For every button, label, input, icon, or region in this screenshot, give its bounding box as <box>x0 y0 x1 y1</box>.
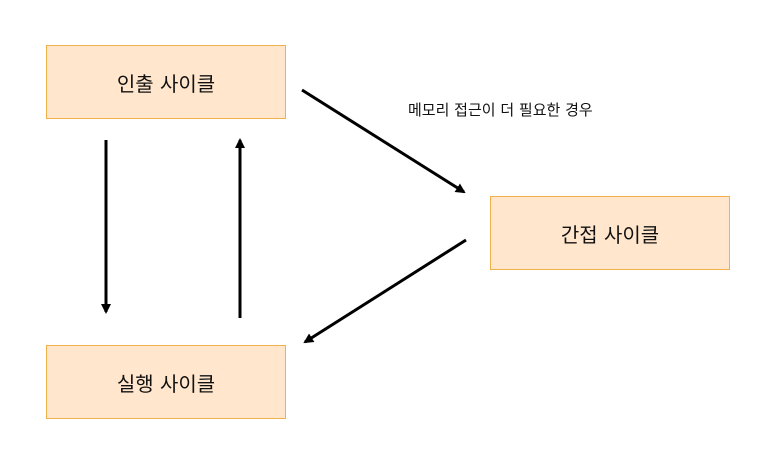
indirect-cycle-label: 간접 사이클 <box>560 222 660 247</box>
arrow-indirect-to-execute <box>303 238 467 344</box>
arrow-fetch-to-indirect <box>301 88 466 194</box>
fetch-cycle-node: 인출 사이클 <box>46 45 286 119</box>
execute-cycle-node: 실행 사이클 <box>46 345 286 419</box>
edge-label-memory-access: 메모리 접근이 더 필요한 경우 <box>408 101 593 119</box>
fetch-cycle-label: 인출 사이클 <box>116 71 216 96</box>
execute-cycle-label: 실행 사이클 <box>116 371 216 396</box>
indirect-cycle-node: 간접 사이클 <box>490 196 730 270</box>
